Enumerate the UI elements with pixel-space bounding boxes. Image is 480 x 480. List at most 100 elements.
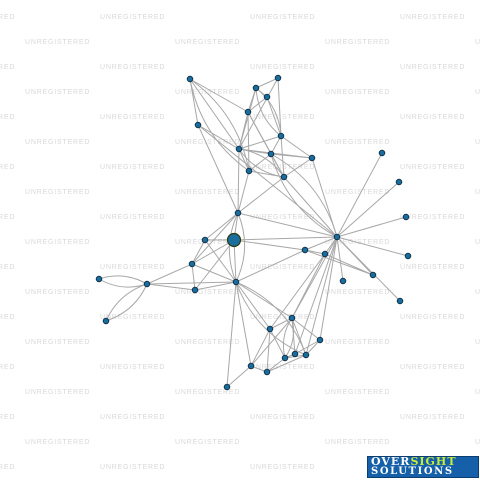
watermark-text: UNREGISTERED: [475, 389, 480, 396]
graph-node: [333, 233, 341, 241]
edge: [191, 239, 235, 265]
graph-node: [291, 350, 299, 358]
watermark-text: UNREGISTERED: [175, 339, 241, 346]
watermark-text: UNREGISTERED: [475, 189, 480, 196]
edge: [204, 239, 237, 283]
graph-node: [321, 250, 329, 258]
edge: [146, 263, 193, 285]
edge: [248, 153, 272, 172]
edge: [247, 111, 250, 172]
edge: [280, 135, 313, 159]
edge: [235, 281, 271, 330]
graph-node: [316, 336, 324, 344]
edge: [194, 239, 235, 291]
edge: [255, 77, 279, 89]
node-layer: [95, 74, 412, 391]
graph-node: [232, 278, 240, 286]
edge: [270, 153, 338, 238]
edge: [283, 157, 313, 178]
watermark-text: UNREGISTERED: [475, 39, 480, 46]
graph-node: [252, 84, 260, 92]
graph-node: [308, 154, 316, 162]
edge: [319, 236, 338, 341]
edge: [228, 212, 239, 283]
watermark-text: UNREGISTERED: [25, 139, 91, 146]
edge: [237, 170, 250, 214]
watermark-text: UNREGISTERED: [0, 164, 16, 171]
graph-node: [280, 173, 288, 181]
graph-node: [263, 93, 271, 101]
logo-word-over: OVER: [371, 455, 411, 468]
watermark-text: UNREGISTERED: [400, 264, 466, 271]
graph-node: [302, 351, 310, 359]
graph-node: [274, 74, 282, 82]
watermark-text: UNREGISTERED: [475, 239, 480, 246]
watermark-text: UNREGISTERED: [325, 39, 391, 46]
watermark-text: UNREGISTERED: [475, 139, 480, 146]
watermark-text: UNREGISTERED: [475, 289, 480, 296]
oversight-solutions-logo: OVERSIGHT SOLUTIONS: [367, 456, 479, 478]
graph-node: [396, 297, 404, 305]
edge: [235, 281, 293, 319]
watermark-text: UNREGISTERED: [400, 114, 466, 121]
edge: [304, 249, 326, 255]
watermark-text: UNREGISTERED: [250, 264, 316, 271]
edge: [336, 216, 407, 238]
edge: [237, 148, 240, 214]
watermark-text: UNREGISTERED: [475, 89, 480, 96]
watermark-text: UNREGISTERED: [250, 414, 316, 421]
edge: [269, 317, 293, 330]
watermark-text: UNREGISTERED: [250, 14, 316, 21]
watermark-text: UNREGISTERED: [25, 439, 91, 446]
graph-node: [277, 132, 285, 140]
graph-node: [191, 286, 199, 294]
watermark-text: UNREGISTERED: [325, 289, 391, 296]
watermark-text: UNREGISTERED: [400, 214, 466, 221]
edge: [336, 236, 409, 257]
edge: [311, 157, 338, 238]
edge: [284, 317, 295, 359]
graph-node: [263, 368, 271, 376]
watermark-text: UNREGISTERED: [325, 189, 391, 196]
edge: [304, 236, 338, 251]
watermark-text: UNREGISTERED: [25, 239, 91, 246]
graph-node: [186, 75, 194, 83]
graph-node: [404, 252, 412, 260]
edge: [270, 153, 313, 159]
edge: [233, 239, 306, 251]
watermark-text: UNREGISTERED: [325, 139, 391, 146]
edge: [266, 96, 282, 137]
watermark-text: UNREGISTERED: [100, 314, 166, 321]
watermark-text: UNREGISTERED: [100, 214, 166, 221]
edge: [282, 317, 293, 359]
watermark-text: UNREGISTERED: [175, 289, 241, 296]
edge: [269, 328, 286, 359]
watermark-text: UNREGISTERED: [100, 414, 166, 421]
edge: [304, 249, 374, 276]
edge: [146, 283, 196, 291]
graph-node: [378, 149, 386, 157]
watermark-text: UNREGISTERED: [0, 464, 16, 471]
graph-node: [266, 325, 274, 333]
watermark-text: UNREGISTERED: [250, 364, 316, 371]
watermark-text: UNREGISTERED: [325, 389, 391, 396]
edge: [197, 124, 239, 214]
edge: [105, 283, 148, 322]
edge: [255, 87, 282, 137]
watermark-text: UNREGISTERED: [25, 389, 91, 396]
edge: [250, 328, 271, 367]
watermark-text: UNREGISTERED: [175, 189, 241, 196]
edge: [189, 78, 240, 150]
edge: [266, 354, 307, 373]
watermark-text: UNREGISTERED: [250, 464, 316, 471]
edge: [291, 236, 338, 319]
watermark-text: UNREGISTERED: [325, 439, 391, 446]
edge: [305, 236, 338, 356]
graph-node: [267, 150, 275, 158]
edge: [197, 124, 338, 238]
edge: [204, 212, 239, 241]
graph-node: [194, 121, 202, 129]
watermark-text: UNREGISTERED: [25, 189, 91, 196]
edge: [247, 96, 268, 113]
graph-node: [395, 178, 403, 186]
